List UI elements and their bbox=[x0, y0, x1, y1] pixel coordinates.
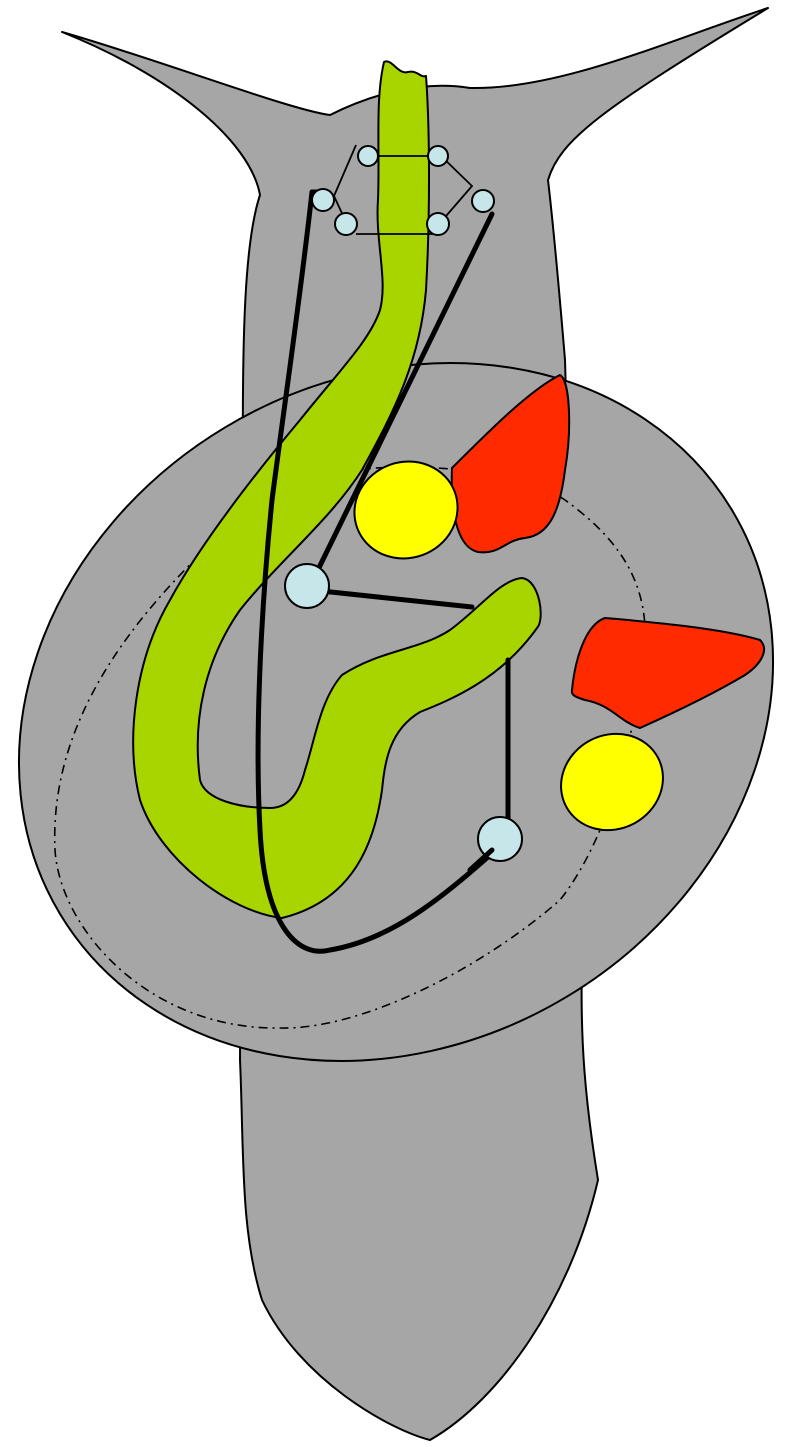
ganglion-visceral-upper bbox=[285, 564, 329, 608]
ganglion-node-icon bbox=[335, 213, 357, 235]
ganglion-node-icon bbox=[428, 146, 448, 166]
ganglion-node-icon bbox=[358, 146, 378, 166]
ganglion-node-icon bbox=[472, 190, 494, 212]
ganglion-node-icon bbox=[312, 189, 334, 211]
ganglion-node-icon bbox=[427, 213, 449, 235]
